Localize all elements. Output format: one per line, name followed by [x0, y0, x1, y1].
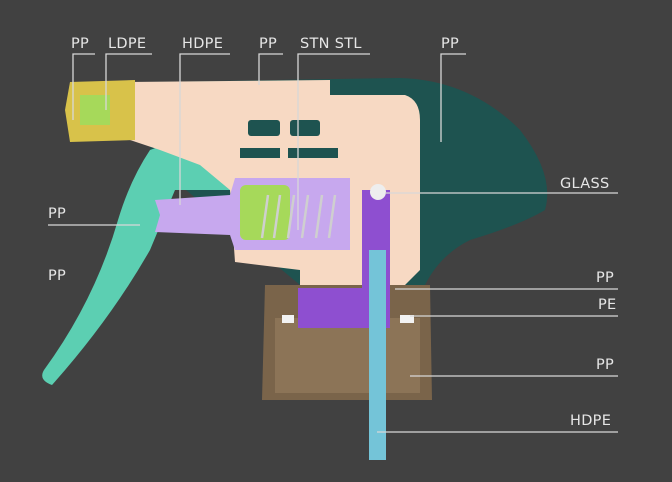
trigger — [42, 145, 236, 385]
label-gasket: PE — [598, 297, 617, 313]
label-trigger-left: PP — [48, 206, 67, 222]
label-nozzle-cap: PP — [71, 36, 90, 52]
label-piston: HDPE — [182, 36, 224, 52]
gasket-right — [400, 315, 414, 323]
label-spring: STN STL — [300, 36, 362, 52]
glass-ball — [370, 184, 386, 200]
label-body-top: PP — [259, 36, 278, 52]
dip-tube — [369, 250, 386, 460]
label-nozzle-insert: LDPE — [108, 36, 147, 52]
closure-inner — [275, 318, 420, 393]
gasket-left — [282, 315, 294, 323]
label-ball-valve: GLASS — [560, 176, 610, 192]
nozzle-insert — [80, 95, 110, 125]
label-trigger-lower: PP — [48, 268, 67, 284]
label-shroud: PP — [441, 36, 460, 52]
label-dip-tube: HDPE — [570, 413, 612, 429]
label-valve-housing: PP — [596, 270, 615, 286]
leader-lines — [48, 53, 618, 433]
label-closure: PP — [596, 357, 615, 373]
spring — [260, 194, 337, 239]
